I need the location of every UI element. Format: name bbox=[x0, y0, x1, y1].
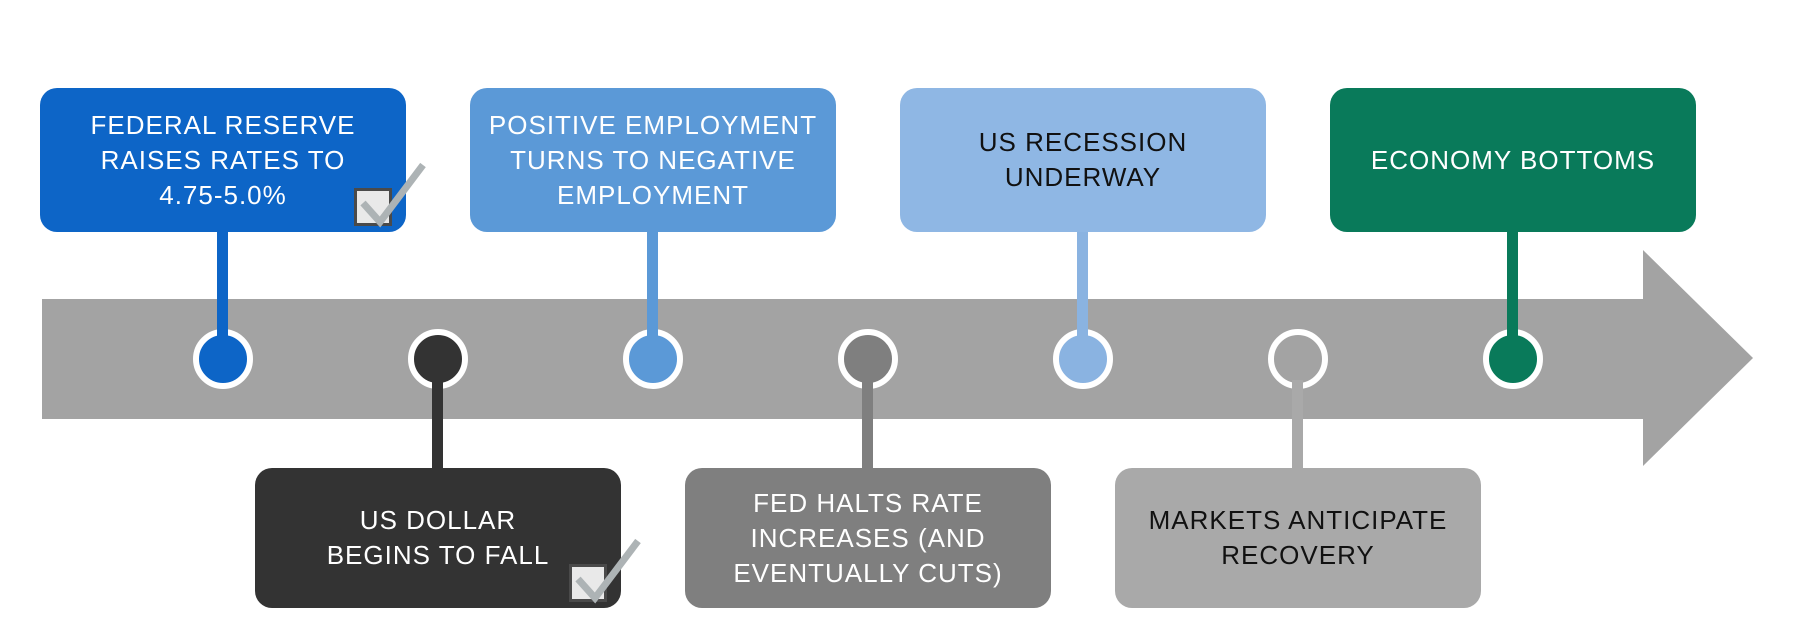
connector-markets-anticipate bbox=[1292, 380, 1303, 470]
milestone-dot-fed-halts bbox=[838, 329, 898, 389]
event-box-markets-anticipate: MARKETS ANTICIPATE RECOVERY bbox=[1115, 468, 1481, 608]
event-label: MARKETS ANTICIPATE RECOVERY bbox=[1148, 505, 1448, 570]
connector-employment-negative bbox=[647, 228, 658, 340]
checkmark-icon bbox=[360, 162, 426, 228]
checkmark-icon bbox=[575, 538, 641, 604]
checked-checkbox bbox=[354, 162, 426, 228]
event-box-fed-halts: FED HALTS RATE INCREASES (AND EVENTUALLY… bbox=[685, 468, 1051, 608]
connector-recession-underway bbox=[1077, 228, 1088, 340]
event-box-fed-raises-rates: FEDERAL RESERVE RAISES RATES TO 4.75-5.0… bbox=[40, 88, 426, 232]
event-box-employment-negative: POSITIVE EMPLOYMENT TURNS TO NEGATIVE EM… bbox=[470, 88, 836, 232]
event-label: POSITIVE EMPLOYMENT TURNS TO NEGATIVE EM… bbox=[488, 109, 818, 210]
event-box-recession-underway: US RECESSION UNDERWAY bbox=[900, 88, 1266, 232]
event-label: FEDERAL RESERVE RAISES RATES TO 4.75-5.0… bbox=[90, 109, 356, 210]
event-box-economy-bottoms: ECONOMY BOTTOMS bbox=[1330, 88, 1696, 232]
event-label: US DOLLAR BEGINS TO FALL bbox=[326, 505, 550, 570]
timeline-arrowhead-icon bbox=[1643, 250, 1753, 466]
connector-fed-raises-rates bbox=[217, 228, 228, 340]
connector-us-dollar-falls bbox=[432, 380, 443, 470]
connector-economy-bottoms bbox=[1507, 228, 1518, 340]
connector-fed-halts bbox=[862, 380, 873, 470]
event-label: US RECESSION UNDERWAY bbox=[978, 127, 1188, 192]
event-box-us-dollar-falls: US DOLLAR BEGINS TO FALL bbox=[255, 468, 641, 608]
event-label: FED HALTS RATE INCREASES (AND EVENTUALLY… bbox=[733, 487, 1003, 588]
checked-checkbox bbox=[569, 538, 641, 604]
event-label: ECONOMY BOTTOMS bbox=[1370, 144, 1656, 175]
